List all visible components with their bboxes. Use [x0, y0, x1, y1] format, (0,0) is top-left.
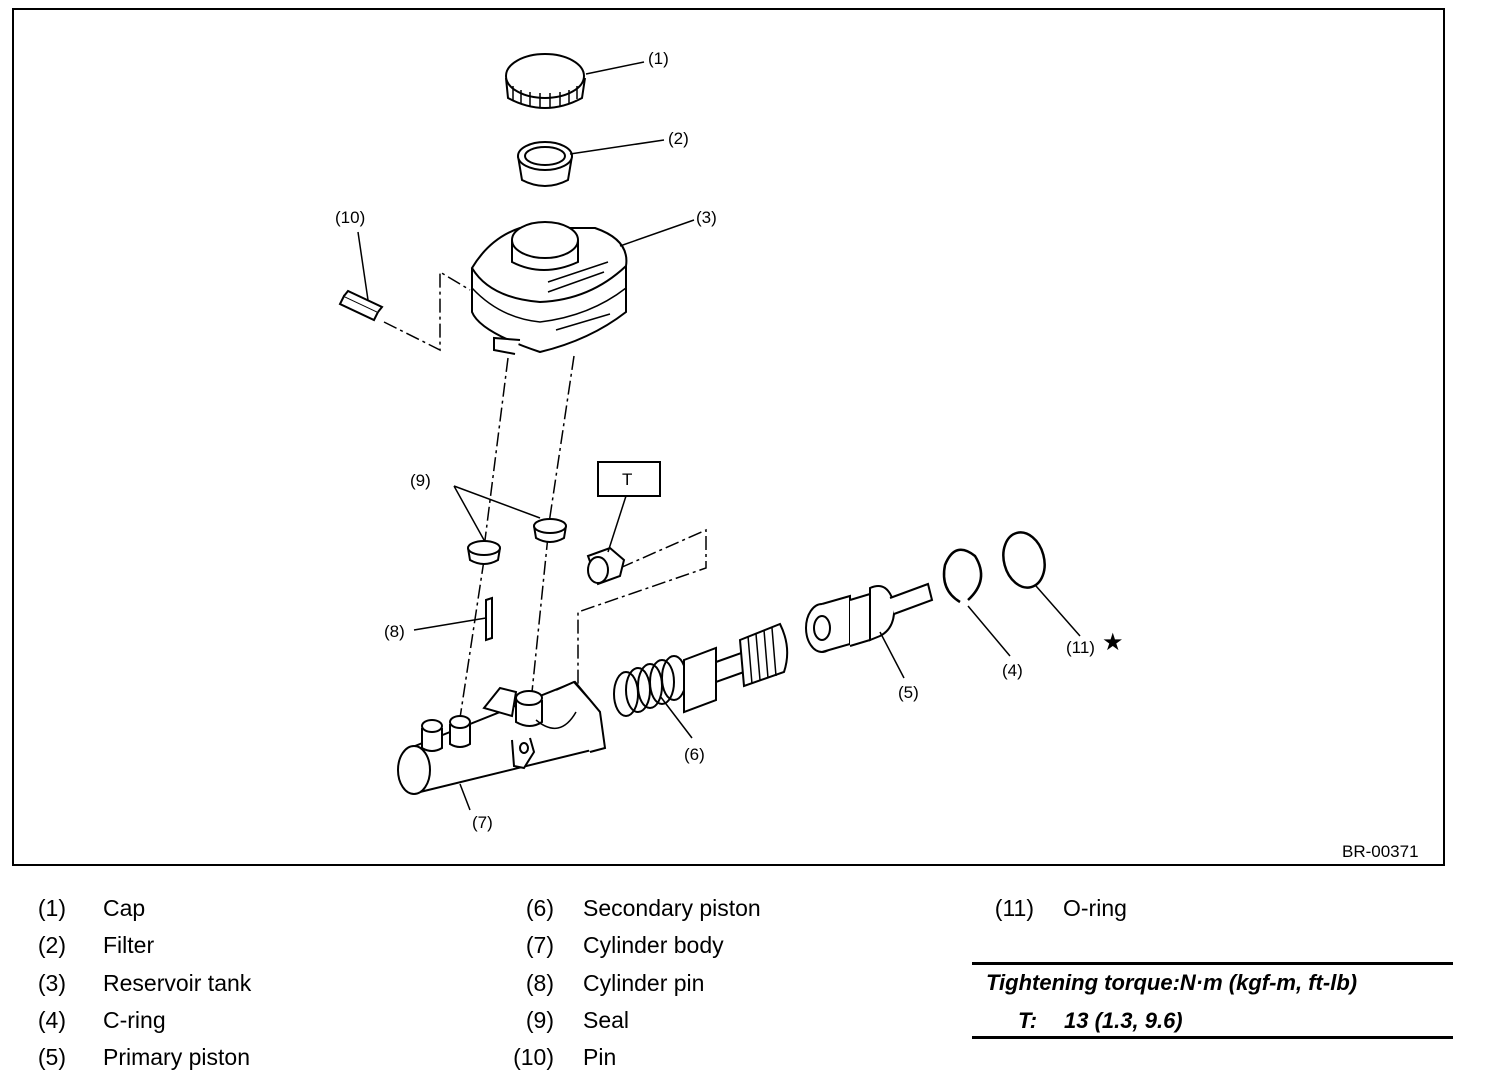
legend-num-7: (7) — [525, 932, 554, 958]
legend-name-2: Filter — [103, 932, 155, 958]
o-ring-part — [1002, 531, 1046, 589]
callout-8: (8) — [384, 622, 405, 641]
legend-name-10: Pin — [583, 1044, 617, 1070]
legend-num-1: (1) — [37, 895, 66, 921]
torque-value: 13 (1.3, 9.6) — [1064, 1008, 1183, 1033]
legend-name-3: Reservoir tank — [103, 970, 252, 996]
figure-code: BR-00371 — [1342, 842, 1419, 861]
torque-t-label: T — [622, 470, 632, 489]
legend-num-4: (4) — [37, 1007, 66, 1033]
star-icon: ★ — [1102, 628, 1124, 656]
filter-part — [517, 141, 573, 187]
torque-top-rule — [972, 962, 1453, 965]
seal-part — [453, 485, 567, 565]
callout-5: (5) — [898, 683, 919, 702]
legend-name-8: Cylinder pin — [583, 970, 705, 996]
nut-part — [586, 495, 627, 586]
legend-num-10: (10) — [513, 1044, 554, 1070]
legend-num-2: (2) — [37, 932, 66, 958]
cap-part — [505, 53, 586, 109]
legend-name-9: Seal — [583, 1007, 630, 1033]
callout-7: (7) — [472, 813, 493, 832]
legend-name-5: Primary piston — [103, 1044, 250, 1070]
callout-11: (11) — [1066, 638, 1095, 657]
pin-part — [338, 289, 384, 322]
cylinder-pin-part — [485, 596, 493, 642]
callout-2: (2) — [668, 129, 689, 148]
callout-1: (1) — [648, 49, 669, 68]
diagram-frame — [12, 8, 1445, 866]
callout-3: (3) — [696, 208, 717, 227]
torque-label: T: — [1018, 1008, 1038, 1033]
legend-num-8: (8) — [525, 970, 554, 996]
torque-heading: Tightening torque:N·m (kgf-m, ft-lb) — [986, 970, 1358, 995]
primary-piston-part — [805, 582, 934, 653]
legend-num-11: (11) — [994, 895, 1034, 921]
legend-num-6: (6) — [525, 895, 554, 921]
legend-num-9: (9) — [525, 1007, 554, 1033]
legend-name-1: Cap — [103, 895, 146, 921]
assembly-lines — [383, 270, 707, 719]
torque-bottom-rule — [972, 1036, 1453, 1039]
torque-t-box — [597, 461, 661, 497]
legend-name-7: Cylinder body — [583, 932, 724, 958]
exploded-view-diagram: (1) (2) (3) (4) (5) (6) (7) (8) (9) (10)… — [335, 49, 1124, 832]
legend-num-3: (3) — [37, 970, 66, 996]
callout-9: (9) — [410, 471, 431, 490]
callout-leaders — [357, 61, 1081, 811]
callout-10: (10) — [335, 208, 365, 227]
c-ring-part — [942, 548, 983, 604]
reservoir-tank-part — [470, 221, 628, 355]
cylinder-body-part — [397, 680, 607, 795]
legend-name-4: C-ring — [103, 1007, 166, 1033]
legend-name-11: O-ring — [1063, 895, 1127, 921]
callout-4: (4) — [1002, 661, 1023, 680]
legend-name-6: Secondary piston — [583, 895, 761, 921]
secondary-piston-part — [613, 622, 789, 717]
callout-6: (6) — [684, 745, 705, 764]
legend-num-5: (5) — [37, 1044, 66, 1070]
